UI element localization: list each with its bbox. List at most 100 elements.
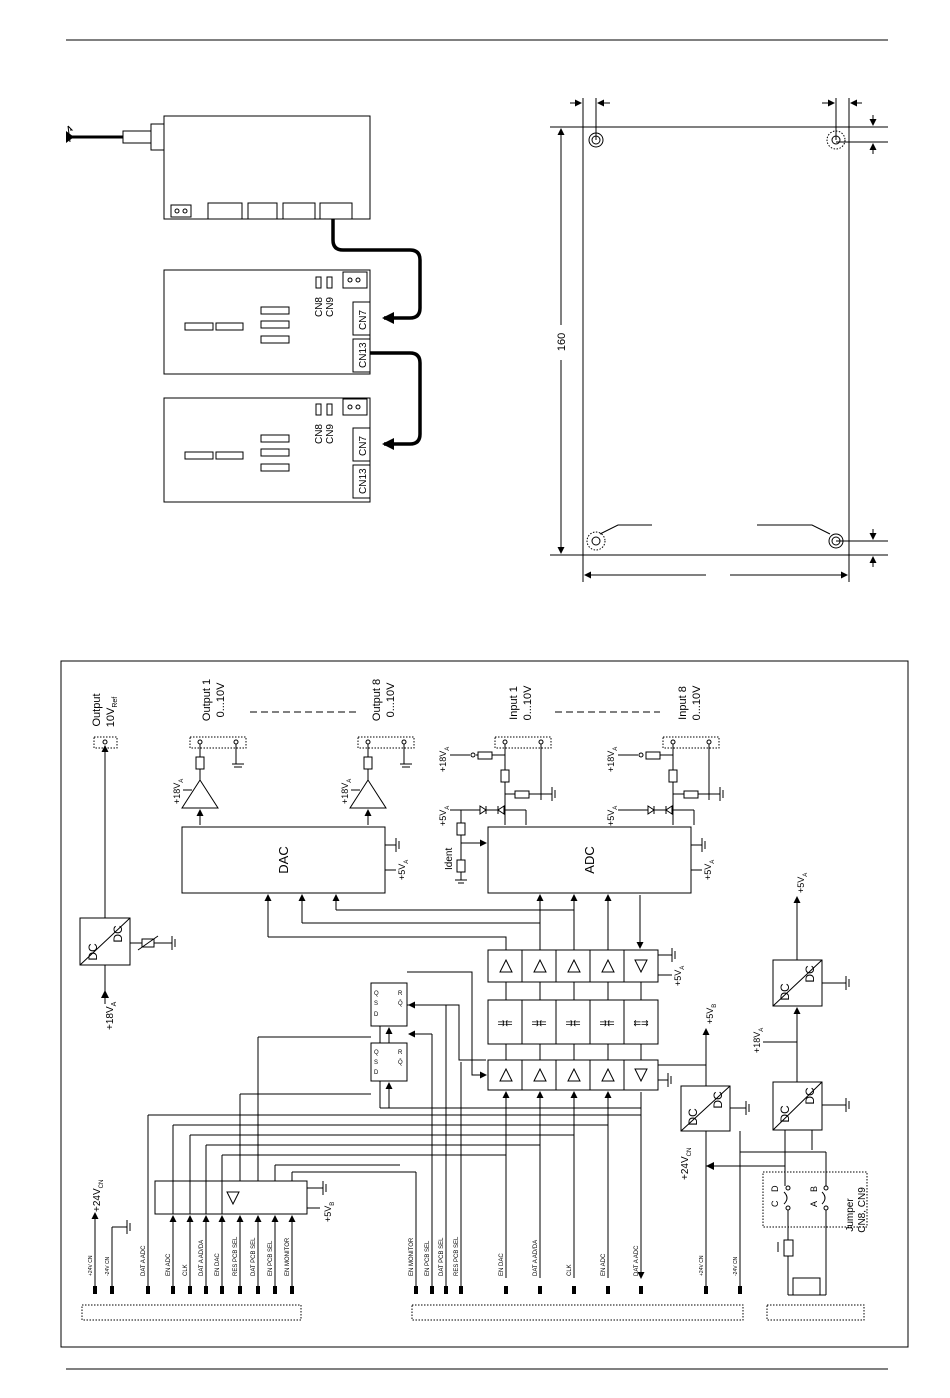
dc-label: DC <box>803 965 817 983</box>
output-1-label: Output 1 <box>201 679 213 721</box>
svg-text:S: S <box>374 1060 378 1066</box>
svg-text:R: R <box>398 991 403 997</box>
output-ref-value: 10V <box>105 707 117 727</box>
signal-label: EN DAC <box>215 1253 221 1276</box>
cn13-label: CN13 <box>358 342 369 368</box>
optocoupler-row: ⇉⇇ ⇉⇇ ⇉⇇ ⇉⇇ ⇇⇉ <box>497 1000 649 1044</box>
svg-text:+5VA: +5VA <box>438 806 451 826</box>
ident-label: Ident <box>444 848 455 870</box>
svg-text:⇉⇇: ⇉⇇ <box>565 1018 581 1028</box>
cn7-label: CN7 <box>358 436 369 456</box>
svg-text:+24VCN: +24VCN <box>92 1180 105 1212</box>
svg-text:0...10V: 0...10V <box>522 685 534 721</box>
right-signal-pins <box>414 1286 742 1294</box>
svg-text:S: S <box>374 1001 378 1007</box>
jumper-cn-label: CN8, CN9 <box>857 1187 868 1233</box>
output-ref-label: Output <box>91 693 103 726</box>
connector-right <box>766 1304 865 1321</box>
sub-a: A <box>445 747 451 751</box>
plus18-label: +18V <box>340 783 350 804</box>
plus5-label: +5V <box>606 810 616 826</box>
plus18-label: +18V <box>172 783 182 804</box>
dac-block-label: DAC <box>276 846 291 873</box>
dc-label: DC <box>778 1105 792 1123</box>
plus5-label: +5V <box>703 864 713 880</box>
dimension-drawing: 160 <box>550 98 888 582</box>
svg-text:0...10V: 0...10V <box>385 682 397 718</box>
signal-label: EN PCB SEL <box>268 1240 274 1276</box>
svg-text:+18VA: +18VA <box>105 1001 118 1030</box>
svg-text:+18VA: +18VA <box>752 1028 765 1053</box>
svg-text:R: R <box>398 1050 403 1056</box>
plus18-label: +18V <box>606 751 616 772</box>
sub-b: B <box>712 1004 718 1008</box>
top-board <box>163 115 371 220</box>
module-2: CN8 CN9 CN7 CN13 <box>163 397 371 503</box>
signal-label: -24V CN <box>105 1256 111 1276</box>
cn9-label: CN9 <box>325 424 336 444</box>
svg-text:Output 1: Output 1 <box>201 679 213 721</box>
svg-text:Output: Output <box>91 693 103 726</box>
jumper-pin-d: D <box>770 1185 780 1192</box>
output-8-label: Output 8 <box>371 679 383 721</box>
input-8-label: Input 8 <box>677 686 689 720</box>
adc-block-label: ADC <box>582 846 597 873</box>
svg-text:Q̄: Q̄ <box>398 1000 403 1007</box>
jumper-pin-c: C <box>770 1200 780 1207</box>
svg-text:+18VA: +18VA <box>438 747 451 772</box>
plus18-label: +18V <box>752 1032 762 1053</box>
svg-text:Input 8: Input 8 <box>677 686 689 720</box>
signal-label: +24V CN <box>699 1255 705 1276</box>
sub-a: A <box>759 1028 765 1032</box>
signal-label: DAT A AD/DA <box>199 1240 205 1276</box>
jumper-pin-a: A <box>809 1201 819 1207</box>
assembly-sketch: CN8 CN9 CN7 CN13 CN8 CN9 CN7 <box>66 115 422 503</box>
cn13-label: CN13 <box>358 468 369 494</box>
sub-a: A <box>347 779 353 783</box>
dc-label: DC <box>711 1091 725 1109</box>
svg-text:Q̄: Q̄ <box>398 1059 403 1066</box>
cn8-label: CN8 <box>314 424 325 444</box>
height-dimension: 160 <box>556 333 568 351</box>
dc-label: DC <box>778 983 792 1001</box>
sub-a: A <box>680 966 686 970</box>
buffer-row-2 <box>499 1060 648 1090</box>
signal-label: CLK <box>567 1264 573 1276</box>
signal-label: +24V CN <box>88 1255 94 1276</box>
svg-text:+5VB: +5VB <box>323 1202 336 1222</box>
plus5-label: +5V <box>397 864 407 880</box>
svg-text:Output 8: Output 8 <box>371 679 383 721</box>
svg-text:CN8, CN9: CN8, CN9 <box>857 1187 868 1233</box>
input-1-range: 0...10V <box>522 685 534 721</box>
signal-label: EN PCB SEL <box>425 1240 431 1276</box>
signal-label: DAT PCB SEL <box>439 1237 445 1276</box>
output-8-range: 0...10V <box>385 682 397 718</box>
signal-label: DAT A AD/DA <box>533 1240 539 1276</box>
svg-text:⇉⇇: ⇉⇇ <box>599 1018 615 1028</box>
jumper-label: Jumper <box>845 1198 856 1232</box>
svg-text:D: D <box>374 1070 379 1076</box>
cn9-label: CN9 <box>325 297 336 317</box>
svg-text:Q: Q <box>374 991 379 997</box>
right-signal-labels: EN MONITOR EN PCB SEL DAT PCB SEL RES PC… <box>409 1236 739 1276</box>
connector-middle <box>411 1304 744 1321</box>
jumper-pin-b: B <box>809 1186 819 1192</box>
sub-a: A <box>445 806 451 810</box>
svg-text:+5VA: +5VA <box>703 860 716 880</box>
sub-a: A <box>179 779 185 783</box>
signal-label: EN ADC <box>601 1253 607 1276</box>
plus5-label: +5V <box>438 810 448 826</box>
plus24-label: +24V <box>92 1188 103 1212</box>
svg-text:+5VA: +5VA <box>673 966 686 986</box>
dc-label: DC <box>803 1087 817 1105</box>
svg-text:0...10V: 0...10V <box>215 682 227 718</box>
svg-text:⇉⇇: ⇉⇇ <box>531 1018 547 1028</box>
signal-label: EN MONITOR <box>285 1237 291 1276</box>
svg-text:Q: Q <box>374 1050 379 1056</box>
signal-label: RES PCB SEL <box>233 1236 239 1276</box>
plus18-label: +18V <box>105 1006 116 1030</box>
module-1: CN8 CN9 CN7 CN13 <box>163 269 371 375</box>
cn8-label: CN8 <box>314 297 325 317</box>
svg-text:D: D <box>374 1012 379 1018</box>
